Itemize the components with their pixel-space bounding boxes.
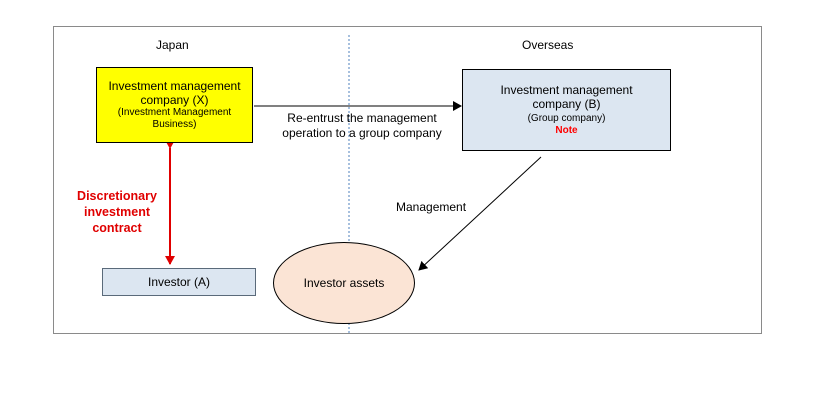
diagram-frame: [53, 26, 762, 334]
reentrust-label-line1: Re-entrust the management: [287, 111, 437, 125]
company-b-note: Note: [555, 125, 578, 136]
company-x-title-line1: Investment management: [108, 79, 241, 93]
company-b-subtitle: (Group company): [527, 113, 606, 124]
investor-assets-ellipse: Investor assets: [273, 242, 415, 324]
japan-region-label: Japan: [156, 38, 189, 52]
company-x-box: Investment management company (X) (Inves…: [96, 67, 253, 143]
company-x-title-line2: company (X): [140, 93, 209, 107]
discretionary-contract-label: Discretionary investment contract: [77, 189, 157, 235]
investor-a-box: Investor (A): [102, 268, 256, 296]
reentrust-label: Re-entrust the management operation to a…: [262, 111, 462, 141]
management-label: Management: [396, 200, 467, 214]
company-x-subtitle-line2: Business): [152, 119, 197, 130]
reentrust-label-line2: operation to a group company: [282, 126, 442, 140]
company-b-box: Investment management company (B) (Group…: [462, 69, 671, 151]
company-b-title-line2: company (B): [532, 97, 601, 111]
investor-a-label: Investor (A): [147, 275, 210, 289]
overseas-region-label: Overseas: [522, 38, 574, 52]
company-b-title-line1: Investment management: [500, 83, 633, 97]
investor-assets-label: Investor assets: [303, 276, 385, 290]
company-x-subtitle-line1: (Investment Management: [117, 107, 232, 118]
